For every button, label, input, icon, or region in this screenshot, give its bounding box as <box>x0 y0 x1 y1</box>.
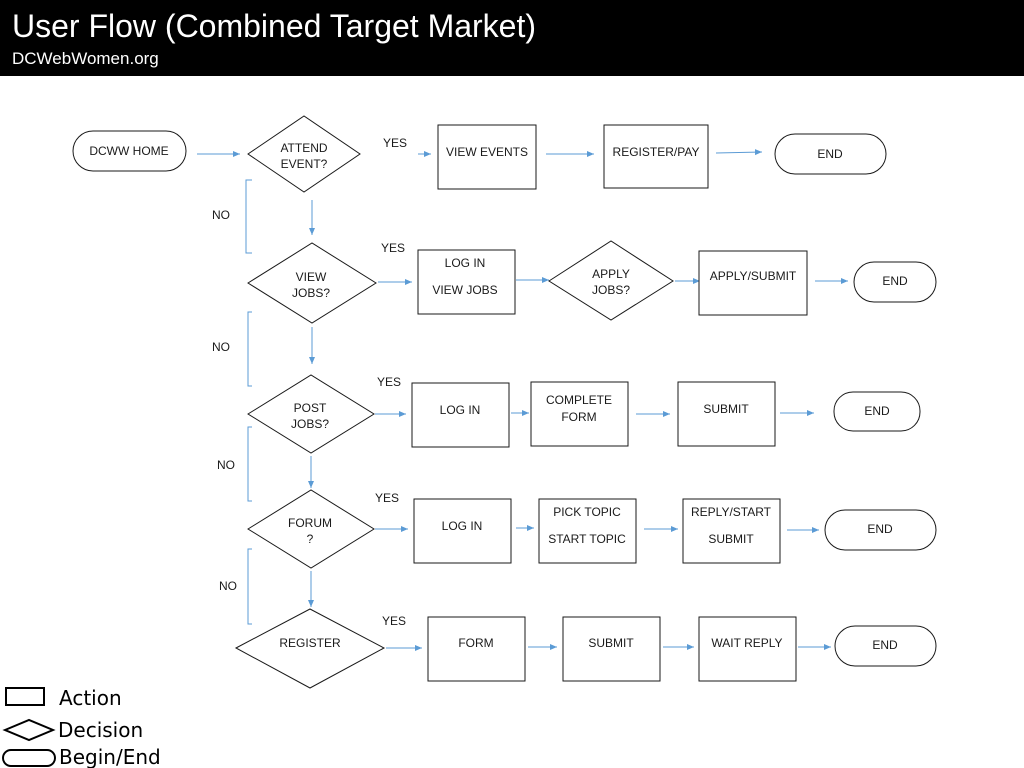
legend: Action Decision Begin/End <box>2 686 161 768</box>
action-submit <box>677 381 776 447</box>
action-label: FORM <box>561 410 596 424</box>
legend-begin-end-label: Begin/End <box>59 745 161 768</box>
end-node <box>774 133 887 175</box>
legend-decision-icon <box>2 718 56 742</box>
action-label: LOG IN <box>440 403 481 417</box>
no-bracket <box>247 548 252 625</box>
end-label: END <box>872 638 898 652</box>
decision-label: JOBS? <box>291 417 329 431</box>
decision-label: VIEW <box>296 270 327 284</box>
legend-action-icon <box>5 687 45 706</box>
action-label: SUBMIT <box>588 636 634 650</box>
action-pick-start-topic <box>538 498 637 564</box>
decision-forum <box>247 489 375 569</box>
action-label: COMPLETE <box>546 393 612 407</box>
action-label: SUBMIT <box>708 532 754 546</box>
decision-label: JOBS? <box>292 286 330 300</box>
end-node <box>853 261 937 303</box>
decision-view-jobs <box>247 242 377 324</box>
decision-post-jobs <box>247 374 375 454</box>
end-label: END <box>864 404 890 418</box>
no-label: NO <box>212 340 230 354</box>
no-bracket <box>245 179 252 254</box>
action-log-in <box>411 382 510 448</box>
action-log-in <box>413 498 512 564</box>
connector-arrow <box>715 149 763 156</box>
page-title: User Flow (Combined Target Market) <box>12 8 537 44</box>
page-subtitle: DCWebWomen.org <box>12 49 159 68</box>
decision-apply-jobs <box>548 240 674 321</box>
action-label: WAIT REPLY <box>711 636 782 650</box>
action-label: VIEW JOBS <box>432 283 497 297</box>
action-label: START TOPIC <box>548 532 626 546</box>
decision-label: APPLY <box>592 267 630 281</box>
action-label: LOG IN <box>445 256 486 270</box>
slide-header: User Flow (Combined Target Market) DCWeb… <box>0 0 1024 76</box>
end-label: END <box>882 274 908 288</box>
end-label: END <box>867 522 893 536</box>
legend-action-label: Action <box>59 686 122 710</box>
action-apply-submit <box>698 250 808 316</box>
decision-attend-event <box>247 115 361 193</box>
action-label: VIEW EVENTS <box>446 145 528 159</box>
legend-decision-label: Decision <box>58 718 143 742</box>
action-label: FORM <box>458 636 493 650</box>
action-submit <box>562 616 661 682</box>
action-reply-start-submit <box>682 498 781 564</box>
decision-label: FORUM <box>288 516 332 530</box>
decision-label: ? <box>307 532 314 546</box>
action-label: PICK TOPIC <box>553 505 621 519</box>
decision-label: POST <box>294 401 327 415</box>
yes-label: YES <box>377 375 401 389</box>
end-label: END <box>817 147 843 161</box>
no-bracket <box>247 426 252 502</box>
action-complete-form <box>530 381 629 447</box>
decision-label: REGISTER <box>279 636 341 650</box>
start-node <box>72 130 187 172</box>
action-form <box>427 616 526 682</box>
yes-label: YES <box>375 491 399 505</box>
yes-label: YES <box>382 614 406 628</box>
yes-label: YES <box>381 241 405 255</box>
decision-label: EVENT? <box>281 157 328 171</box>
action-label: REGISTER/PAY <box>613 145 700 159</box>
start-label: DCWW HOME <box>89 144 168 158</box>
yes-label: YES <box>383 136 407 150</box>
action-view-events <box>437 124 537 190</box>
decision-register <box>234 608 386 689</box>
end-node <box>833 391 921 432</box>
end-node <box>834 625 937 667</box>
legend-begin-end-icon <box>2 749 56 767</box>
action-label: SUBMIT <box>703 402 749 416</box>
action-label: APPLY/SUBMIT <box>710 269 797 283</box>
no-bracket <box>247 311 252 387</box>
action-register-pay <box>603 124 709 189</box>
connector-group <box>197 149 848 651</box>
decision-label: JOBS? <box>592 283 630 297</box>
decision-label: ATTEND <box>280 141 327 155</box>
no-label: NO <box>219 579 237 593</box>
action-wait-reply <box>698 616 797 682</box>
action-log-in-view-jobs <box>417 249 516 315</box>
end-node <box>824 509 937 551</box>
action-label: LOG IN <box>442 519 483 533</box>
no-label: NO <box>212 208 230 222</box>
no-label: NO <box>217 458 235 472</box>
action-label: REPLY/START <box>691 505 772 519</box>
